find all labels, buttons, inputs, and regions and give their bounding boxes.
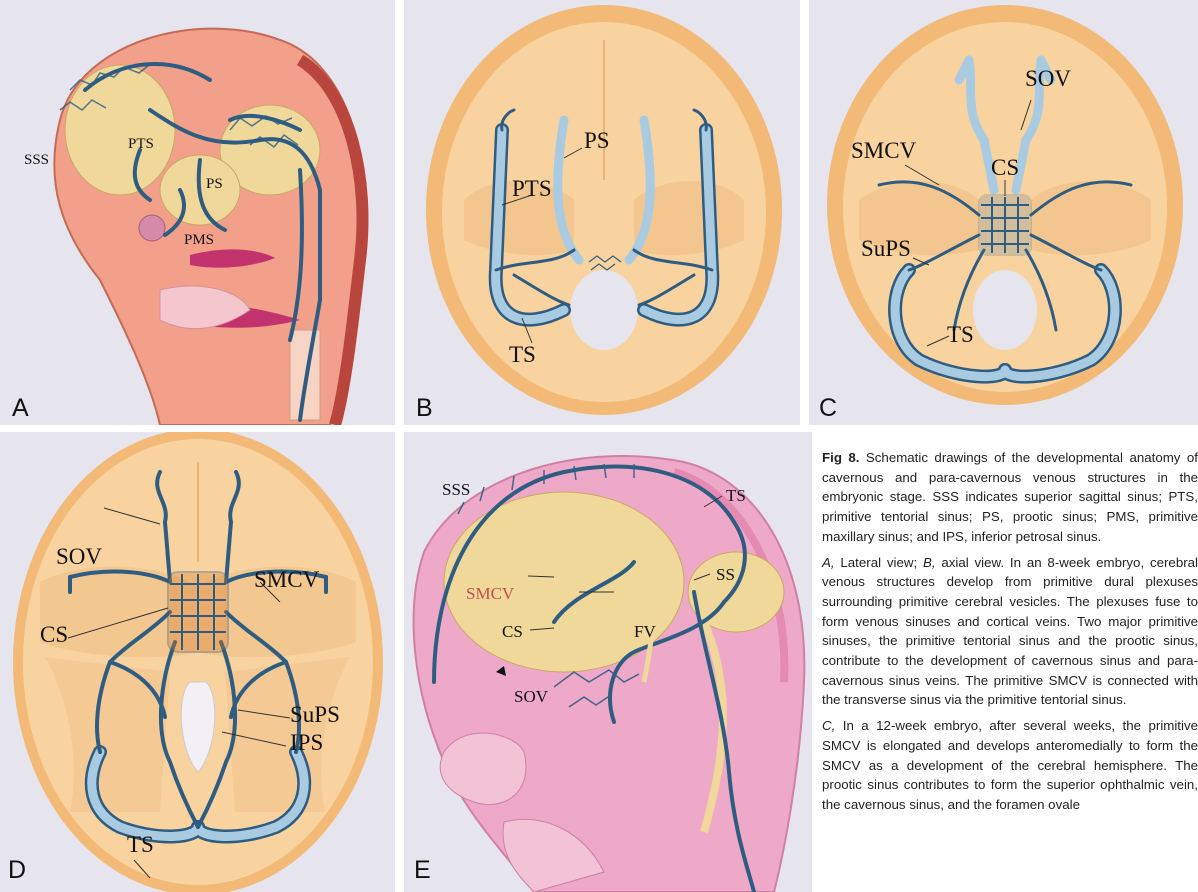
panel-d-label-ips: IPS <box>290 730 323 756</box>
panel-b-label-ps: PS <box>584 128 610 154</box>
caption-fig-text: Schematic drawings of the developmental … <box>822 450 1198 544</box>
caption-paragraph-2: A, Lateral view; B, axial view. In an 8-… <box>822 553 1198 711</box>
panel-b: PS PTS TS B <box>404 0 800 425</box>
figure-caption: Fig 8. Schematic drawings of the develop… <box>822 448 1198 821</box>
panel-d: SOV SMCV CS SuPS IPS TS D <box>0 432 395 892</box>
panel-d-letter: D <box>8 856 26 885</box>
caption-p2-mid: Lateral view; <box>835 555 923 570</box>
panel-a: SSS PTS PS PMS A <box>0 0 395 425</box>
panel-d-illustration <box>0 432 395 892</box>
panel-a-illustration <box>0 0 395 425</box>
panel-e-label-smcv: SMCV <box>466 584 514 604</box>
panel-c-label-cs: CS <box>991 155 1019 181</box>
panel-b-label-ts: TS <box>509 342 536 368</box>
panel-d-label-smcv: SMCV <box>254 567 319 593</box>
caption-paragraph-1: Fig 8. Schematic drawings of the develop… <box>822 448 1198 547</box>
panel-d-label-sups: SuPS <box>290 702 340 728</box>
panel-c-illustration <box>809 0 1198 425</box>
caption-p2-a: A, <box>822 555 835 570</box>
panel-c-label-ts: TS <box>947 322 974 348</box>
panel-e-illustration <box>404 432 812 892</box>
caption-p2-b: B, <box>923 555 936 570</box>
panel-c-letter: C <box>819 394 837 423</box>
caption-paragraph-3: C, In a 12-week embryo, after several we… <box>822 716 1198 815</box>
panel-a-label-sss: SSS <box>24 152 49 169</box>
panel-e-label-sov: SOV <box>514 687 548 707</box>
panel-d-label-ts: TS <box>127 832 154 858</box>
panel-c: SOV SMCV CS SuPS TS C <box>809 0 1198 425</box>
panel-c-label-smcv: SMCV <box>851 138 916 164</box>
panel-e-label-fv: FV <box>634 622 656 642</box>
caption-p3-c: C, <box>822 718 835 733</box>
panel-b-letter: B <box>416 394 433 423</box>
panel-e: SSS TS SS SMCV CS FV SOV E <box>404 432 812 892</box>
panel-c-label-sov: SOV <box>1025 66 1071 92</box>
caption-p3-text: In a 12-week embryo, after several weeks… <box>822 718 1198 812</box>
panel-d-label-cs: CS <box>40 622 68 648</box>
panel-a-label-pts: PTS <box>128 136 154 153</box>
panel-b-illustration <box>404 0 800 425</box>
panel-a-label-ps: PS <box>206 176 223 193</box>
panel-e-label-sss: SSS <box>442 480 470 500</box>
panel-c-label-sups: SuPS <box>861 236 911 262</box>
panel-a-letter: A <box>12 394 29 423</box>
panel-e-label-ts: TS <box>726 486 746 506</box>
panel-d-label-sov: SOV <box>56 544 102 570</box>
panel-e-label-ss: SS <box>716 565 735 585</box>
caption-fig-label: Fig 8. <box>822 450 859 465</box>
panel-e-label-cs: CS <box>502 622 523 642</box>
panel-a-label-pms: PMS <box>184 232 214 249</box>
panel-e-letter: E <box>414 856 431 885</box>
panel-b-label-pts: PTS <box>512 176 552 202</box>
caption-p2-text: axial view. In an 8-week embryo, cerebra… <box>822 555 1198 708</box>
